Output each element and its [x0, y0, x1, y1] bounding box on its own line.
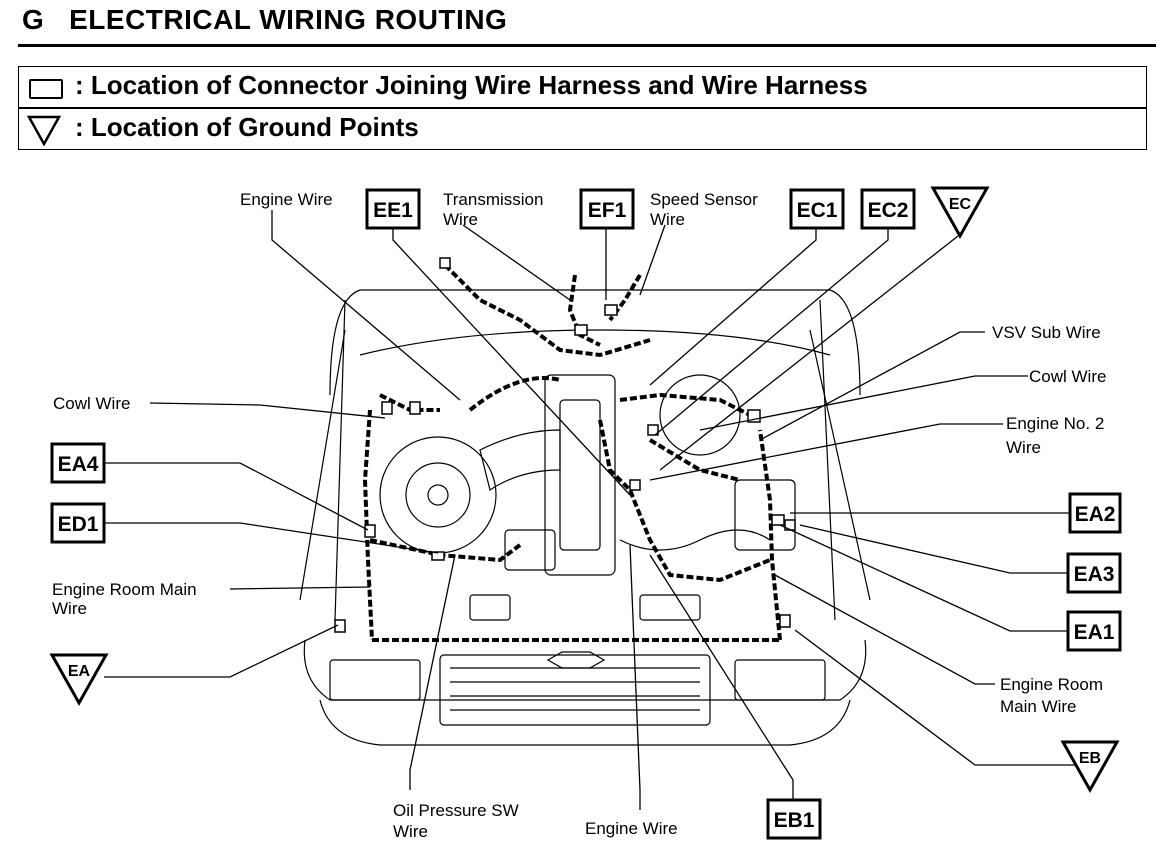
legend-box: : Location of Connector Joining Wire Har… — [18, 66, 1147, 150]
legend-ground-text: : Location of Ground Points — [75, 112, 419, 142]
connector-ed1: ED1 — [50, 502, 106, 544]
ground-eb-label: EB — [1079, 750, 1101, 767]
label-engine-room-main-left-2: Wire — [52, 599, 87, 618]
wire-harness-routes — [362, 263, 782, 642]
label-speed-sensor-wire-2: Wire — [650, 210, 685, 229]
connector-ea3-label: EA3 — [1074, 563, 1115, 586]
legend-divider — [19, 107, 1146, 109]
label-transmission-wire-2: Wire — [443, 210, 478, 229]
legend-ground-row: : Location of Ground Points — [19, 109, 1146, 149]
connector-blobs — [334, 257, 796, 633]
label-cowl-wire-right: Cowl Wire — [1029, 367, 1106, 386]
connector-ee1-label: EE1 — [373, 199, 413, 222]
connector-ef1: EF1 — [579, 188, 635, 230]
label-engine-wire-bottom: Engine Wire — [585, 819, 678, 838]
leader-lines — [104, 210, 1090, 810]
label-oil-pressure-1: Oil Pressure SW — [393, 801, 519, 820]
wiring-diagram: Engine Wire Transmission Wire Speed Sens… — [49, 186, 1122, 841]
connector-eb1: EB1 — [766, 798, 822, 840]
ground-ea-label: EA — [68, 663, 91, 680]
connector-ea2: EA2 — [1068, 492, 1122, 534]
connector-ea4: EA4 — [50, 442, 106, 484]
section-letter: G — [22, 4, 45, 35]
label-vsv-sub-wire: VSV Sub Wire — [992, 323, 1101, 342]
ground-eb: EB — [1060, 740, 1120, 794]
label-transmission-wire-1: Transmission — [443, 190, 543, 209]
label-speed-sensor-wire-1: Speed Sensor — [650, 190, 758, 209]
connector-ec1-label: EC1 — [797, 199, 838, 222]
connector-ea4-label: EA4 — [58, 453, 99, 476]
connector-ed1-label: ED1 — [58, 513, 99, 536]
connector-ef1-label: EF1 — [588, 199, 627, 222]
connector-ea1: EA1 — [1066, 610, 1122, 652]
title-rule — [18, 44, 1156, 47]
legend-connector-row: : Location of Connector Joining Wire Har… — [19, 67, 1146, 107]
label-engine-room-main-right-1: Engine Room — [1000, 675, 1103, 694]
connector-ec2: EC2 — [860, 188, 916, 230]
label-engine-room-main-right-2: Main Wire — [1000, 697, 1077, 716]
connector-eb1-label: EB1 — [774, 809, 815, 832]
label-cowl-wire-left: Cowl Wire — [53, 394, 130, 413]
legend-connector-text: : Location of Connector Joining Wire Har… — [75, 70, 868, 100]
ground-ec: EC — [930, 186, 990, 240]
label-oil-pressure-2: Wire — [393, 822, 428, 841]
connector-ea1-label: EA1 — [1074, 621, 1115, 644]
connector-ea3: EA3 — [1066, 552, 1122, 594]
ground-ea: EA — [49, 653, 109, 707]
page-title: G ELECTRICAL WIRING ROUTING — [22, 4, 507, 36]
ground-symbol-icon — [27, 115, 61, 146]
connector-ee1: EE1 — [365, 188, 421, 230]
label-engine-no2-wire-2: Wire — [1006, 438, 1041, 457]
connector-ea2-label: EA2 — [1075, 503, 1116, 526]
section-title: ELECTRICAL WIRING ROUTING — [69, 4, 508, 35]
vehicle-outline — [299, 289, 871, 746]
connector-symbol-icon — [29, 79, 63, 99]
connector-ec2-label: EC2 — [868, 199, 909, 222]
connector-ec1: EC1 — [789, 188, 845, 230]
ground-ec-label: EC — [949, 196, 972, 213]
label-engine-wire-top: Engine Wire — [240, 190, 333, 209]
label-engine-room-main-left-1: Engine Room Main — [52, 580, 197, 599]
label-engine-no2-wire-1: Engine No. 2 — [1006, 414, 1104, 433]
